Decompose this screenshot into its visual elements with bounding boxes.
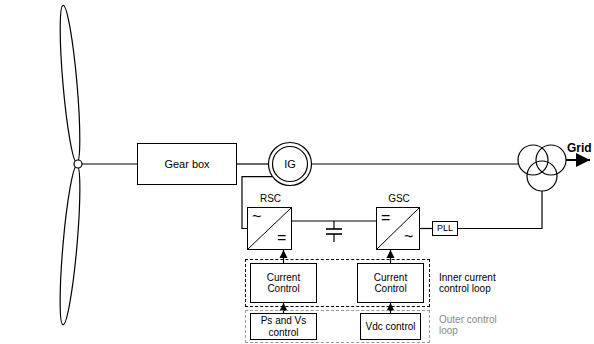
rotor-hub [74, 160, 82, 168]
generator-outer-ring [269, 143, 312, 186]
connector [283, 250, 284, 263]
converter-diagonal [377, 208, 419, 249]
rotor-blade [56, 165, 84, 326]
process-box: Gear box [137, 143, 237, 185]
node-heading: RSC [248, 193, 293, 204]
capacitor-plate [326, 228, 342, 230]
connector [283, 303, 284, 313]
generator-circle: IG [268, 142, 312, 186]
node-heading: Outer control loop [439, 314, 499, 336]
connector [237, 163, 268, 164]
node-label: Current Control [358, 272, 423, 294]
node-heading: Inner current control loop [439, 272, 505, 294]
process-box: Current Control [250, 263, 317, 303]
converter-sign: = [381, 209, 390, 227]
control-loop-group: Outer control loopPs and Vs controlVdc c… [245, 310, 430, 343]
transformer-winding [518, 145, 548, 175]
grid-arrow [566, 159, 590, 161]
converter-sign: ~ [252, 208, 261, 226]
node-label: Vdc control [365, 321, 415, 332]
stator-wire [312, 163, 519, 164]
connector [390, 250, 391, 263]
transformer-winding [527, 161, 557, 191]
process-box: PLL [432, 221, 458, 236]
transformer-winding [536, 145, 566, 175]
generator-inner-ring [273, 147, 308, 182]
converter-sign: ~ [404, 228, 413, 246]
connector [292, 220, 376, 221]
node-label: Gear box [164, 158, 209, 170]
process-box: Vdc control [360, 313, 421, 340]
process-box: RSC~= [247, 207, 292, 250]
converter-sign: = [277, 229, 286, 247]
grid-side-wire [458, 191, 542, 229]
node-label: Ps and Vs control [251, 315, 316, 337]
process-box: Ps and Vs control [250, 313, 317, 340]
rotor-blade [56, 5, 84, 164]
capacitor-lead [333, 234, 334, 242]
converter-diagonal [248, 208, 291, 249]
node-label: PLL [437, 223, 453, 233]
shaft [82, 163, 137, 164]
capacitor-lead [333, 221, 334, 229]
node-label: IG [284, 158, 296, 170]
node-heading: GSC [377, 193, 421, 204]
connector [390, 303, 391, 313]
node-label: Current Control [251, 272, 316, 294]
process-box: Current Control [357, 263, 424, 303]
process-box: GSC=~ [376, 207, 420, 250]
control-loop-group: Inner current control loopCurrent Contro… [245, 259, 430, 307]
grid-label: Grid [567, 141, 592, 155]
connector [420, 228, 432, 229]
